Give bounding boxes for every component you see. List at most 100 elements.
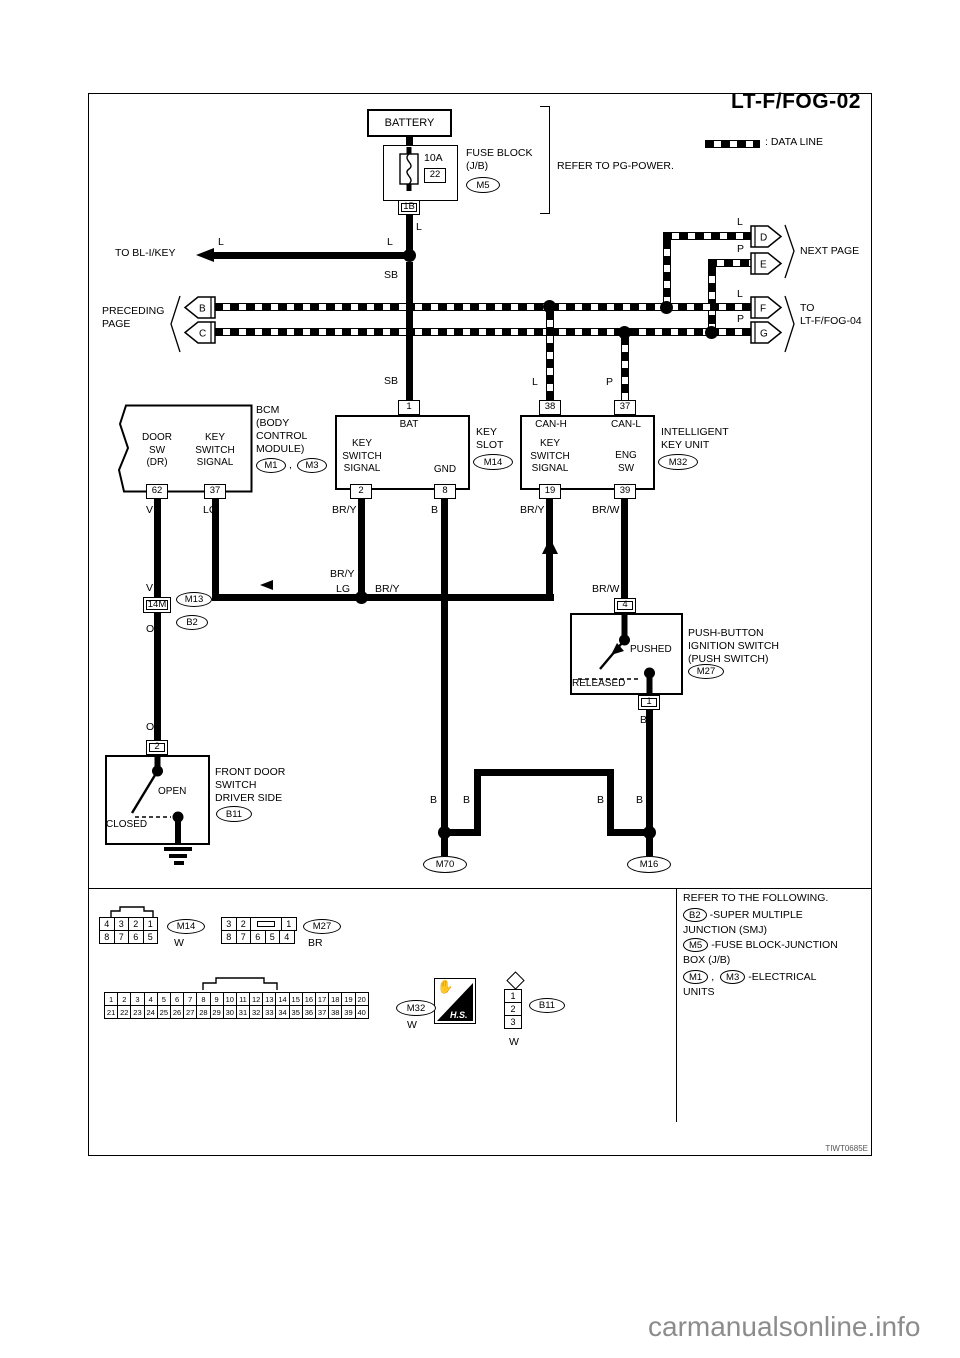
svg-text:D: D <box>760 233 767 244</box>
svg-text:E: E <box>760 260 767 271</box>
connector-ref-m32: M32 <box>658 454 698 470</box>
pin-cell: 40 <box>354 1005 369 1019</box>
bcm-box <box>117 404 253 493</box>
connector-ref-b2-footer: B2 <box>683 908 707 923</box>
wire-color-l: L <box>532 376 538 388</box>
pin-cell: 39 <box>341 1005 356 1019</box>
wire-color-b: B <box>640 714 648 726</box>
wire-b-bridge-left <box>474 769 481 836</box>
pin-cell: 20 <box>354 992 369 1006</box>
data-line-canh <box>546 311 554 400</box>
wire-color-lg: LG <box>336 583 351 595</box>
terminal-62: 62 <box>146 484 168 499</box>
iku-name: INTELLIGENT KEY UNIT <box>661 426 729 451</box>
junction-dot <box>438 826 451 839</box>
pg-power-note: REFER TO PG-POWER. <box>557 160 674 172</box>
data-line-canl <box>621 336 629 400</box>
pin-cell: 25 <box>156 1005 171 1019</box>
wire-color-b: B <box>597 794 605 806</box>
page-ref-arrow-e: E <box>750 252 783 275</box>
keyslot-gnd-label: GND <box>433 464 457 475</box>
connector-ref-m32-view: M32 <box>396 1000 436 1016</box>
iku-signal-label: KEY SWITCH SIGNAL <box>530 438 570 474</box>
wire-o <box>154 613 161 741</box>
data-line-swatch <box>705 140 760 148</box>
wire-color-o: O <box>146 721 155 733</box>
closed-label: CLOSED <box>106 819 148 830</box>
terminal-2-doorswitch: 2 <box>146 740 168 755</box>
push-switch-symbol <box>578 613 655 695</box>
direction-arrow-up-icon <box>542 538 558 554</box>
pg-power-bracket <box>540 106 550 214</box>
pin-cell: 26 <box>169 1005 185 1019</box>
footer-m5-text: -FUSE BLOCK-JUNCTION BOX (J/B) <box>683 939 838 966</box>
to-fog04-bracket <box>784 295 795 353</box>
terminal-1-pushswitch: 1 <box>638 695 660 710</box>
terminal-1-keyslot: 1 <box>398 400 420 415</box>
fuse-number-terminal: 22 <box>424 168 446 183</box>
pin-cell: 6 <box>169 992 185 1006</box>
pin-cell: 4 <box>143 992 158 1006</box>
pin-cell: 1 <box>104 992 119 1006</box>
next-page-label: NEXT PAGE <box>800 245 860 257</box>
connector-diamond-icon <box>506 971 525 990</box>
terminal-1b: 1B <box>398 200 420 215</box>
wire-color-brw: BR/W <box>592 504 620 516</box>
open-label: OPEN <box>158 786 187 797</box>
pin-cell: 38 <box>328 1005 343 1019</box>
connector-color-br: BR <box>308 937 323 949</box>
svg-text:F: F <box>760 304 766 315</box>
footer-divider <box>676 888 677 1122</box>
wire-bl-key <box>214 252 406 259</box>
key-slot-box <box>335 415 470 490</box>
wire-b-join-right <box>607 829 653 836</box>
wire-color-l: L <box>387 236 393 248</box>
pushed-label: PUSHED <box>630 644 672 655</box>
can-bus-p <box>214 328 752 336</box>
preceding-page-bracket <box>170 295 181 353</box>
pin-cell: 35 <box>288 1005 303 1019</box>
footer-b2-text: -SUPER MULTIPLE JUNCTION (SMJ) <box>683 909 803 936</box>
wire-color-b: B <box>430 794 438 806</box>
section-divider <box>88 888 872 889</box>
connector-ref-m27-view: M27 <box>303 919 341 934</box>
bcm-door-sw-label: DOOR SW (DR) <box>142 432 172 468</box>
terminal-37-iku: 37 <box>614 400 636 415</box>
wire-bry-keyslot <box>358 498 365 594</box>
next-page-bracket <box>784 224 795 279</box>
pin-cell: 3 <box>113 917 129 931</box>
pin-cell: 2 <box>117 992 132 1006</box>
connector-ref-m1-footer: M1 <box>683 970 709 985</box>
fuse-block-label: FUSE BLOCK (J/B) <box>466 147 533 172</box>
footer-row-b2: B2-SUPER MULTIPLE JUNCTION (SMJ) <box>683 908 838 938</box>
junction-dot <box>618 326 631 339</box>
page-ref-arrow-g: G <box>750 321 783 344</box>
wire-color-p: P <box>737 313 745 325</box>
page-title: LT-F/FOG-02 <box>731 90 861 113</box>
wire-color-sb: SB <box>384 269 399 281</box>
data-line-label: : DATA LINE <box>765 136 823 148</box>
page-ref-arrow-f: F <box>750 296 783 319</box>
pin-cell: 17 <box>315 992 330 1006</box>
connector-ref-m5-footer: M5 <box>683 938 709 953</box>
direction-arrow-left-icon <box>260 580 273 590</box>
connector-ref-b11: B11 <box>216 806 252 822</box>
pin-cell: 21 <box>104 1005 119 1019</box>
wire-lg-bry-run <box>212 594 554 601</box>
wire-battery-fuse <box>406 137 413 145</box>
wire-fuse-out <box>406 214 413 252</box>
pin-cell: 30 <box>222 1005 237 1019</box>
preceding-page-label: PRECEDING PAGE <box>102 305 165 330</box>
hand-icon: ✋ <box>437 979 454 994</box>
wire-color-lg: LG <box>203 504 218 516</box>
harness-side-symbol: ✋ H.S. <box>434 978 476 1024</box>
pin-cell: 1 <box>504 989 522 1003</box>
pin-cell: 28 <box>196 1005 211 1019</box>
pin-cell: 11 <box>235 992 251 1006</box>
connector-ref-m27: M27 <box>688 664 724 679</box>
comma: , <box>289 459 292 471</box>
